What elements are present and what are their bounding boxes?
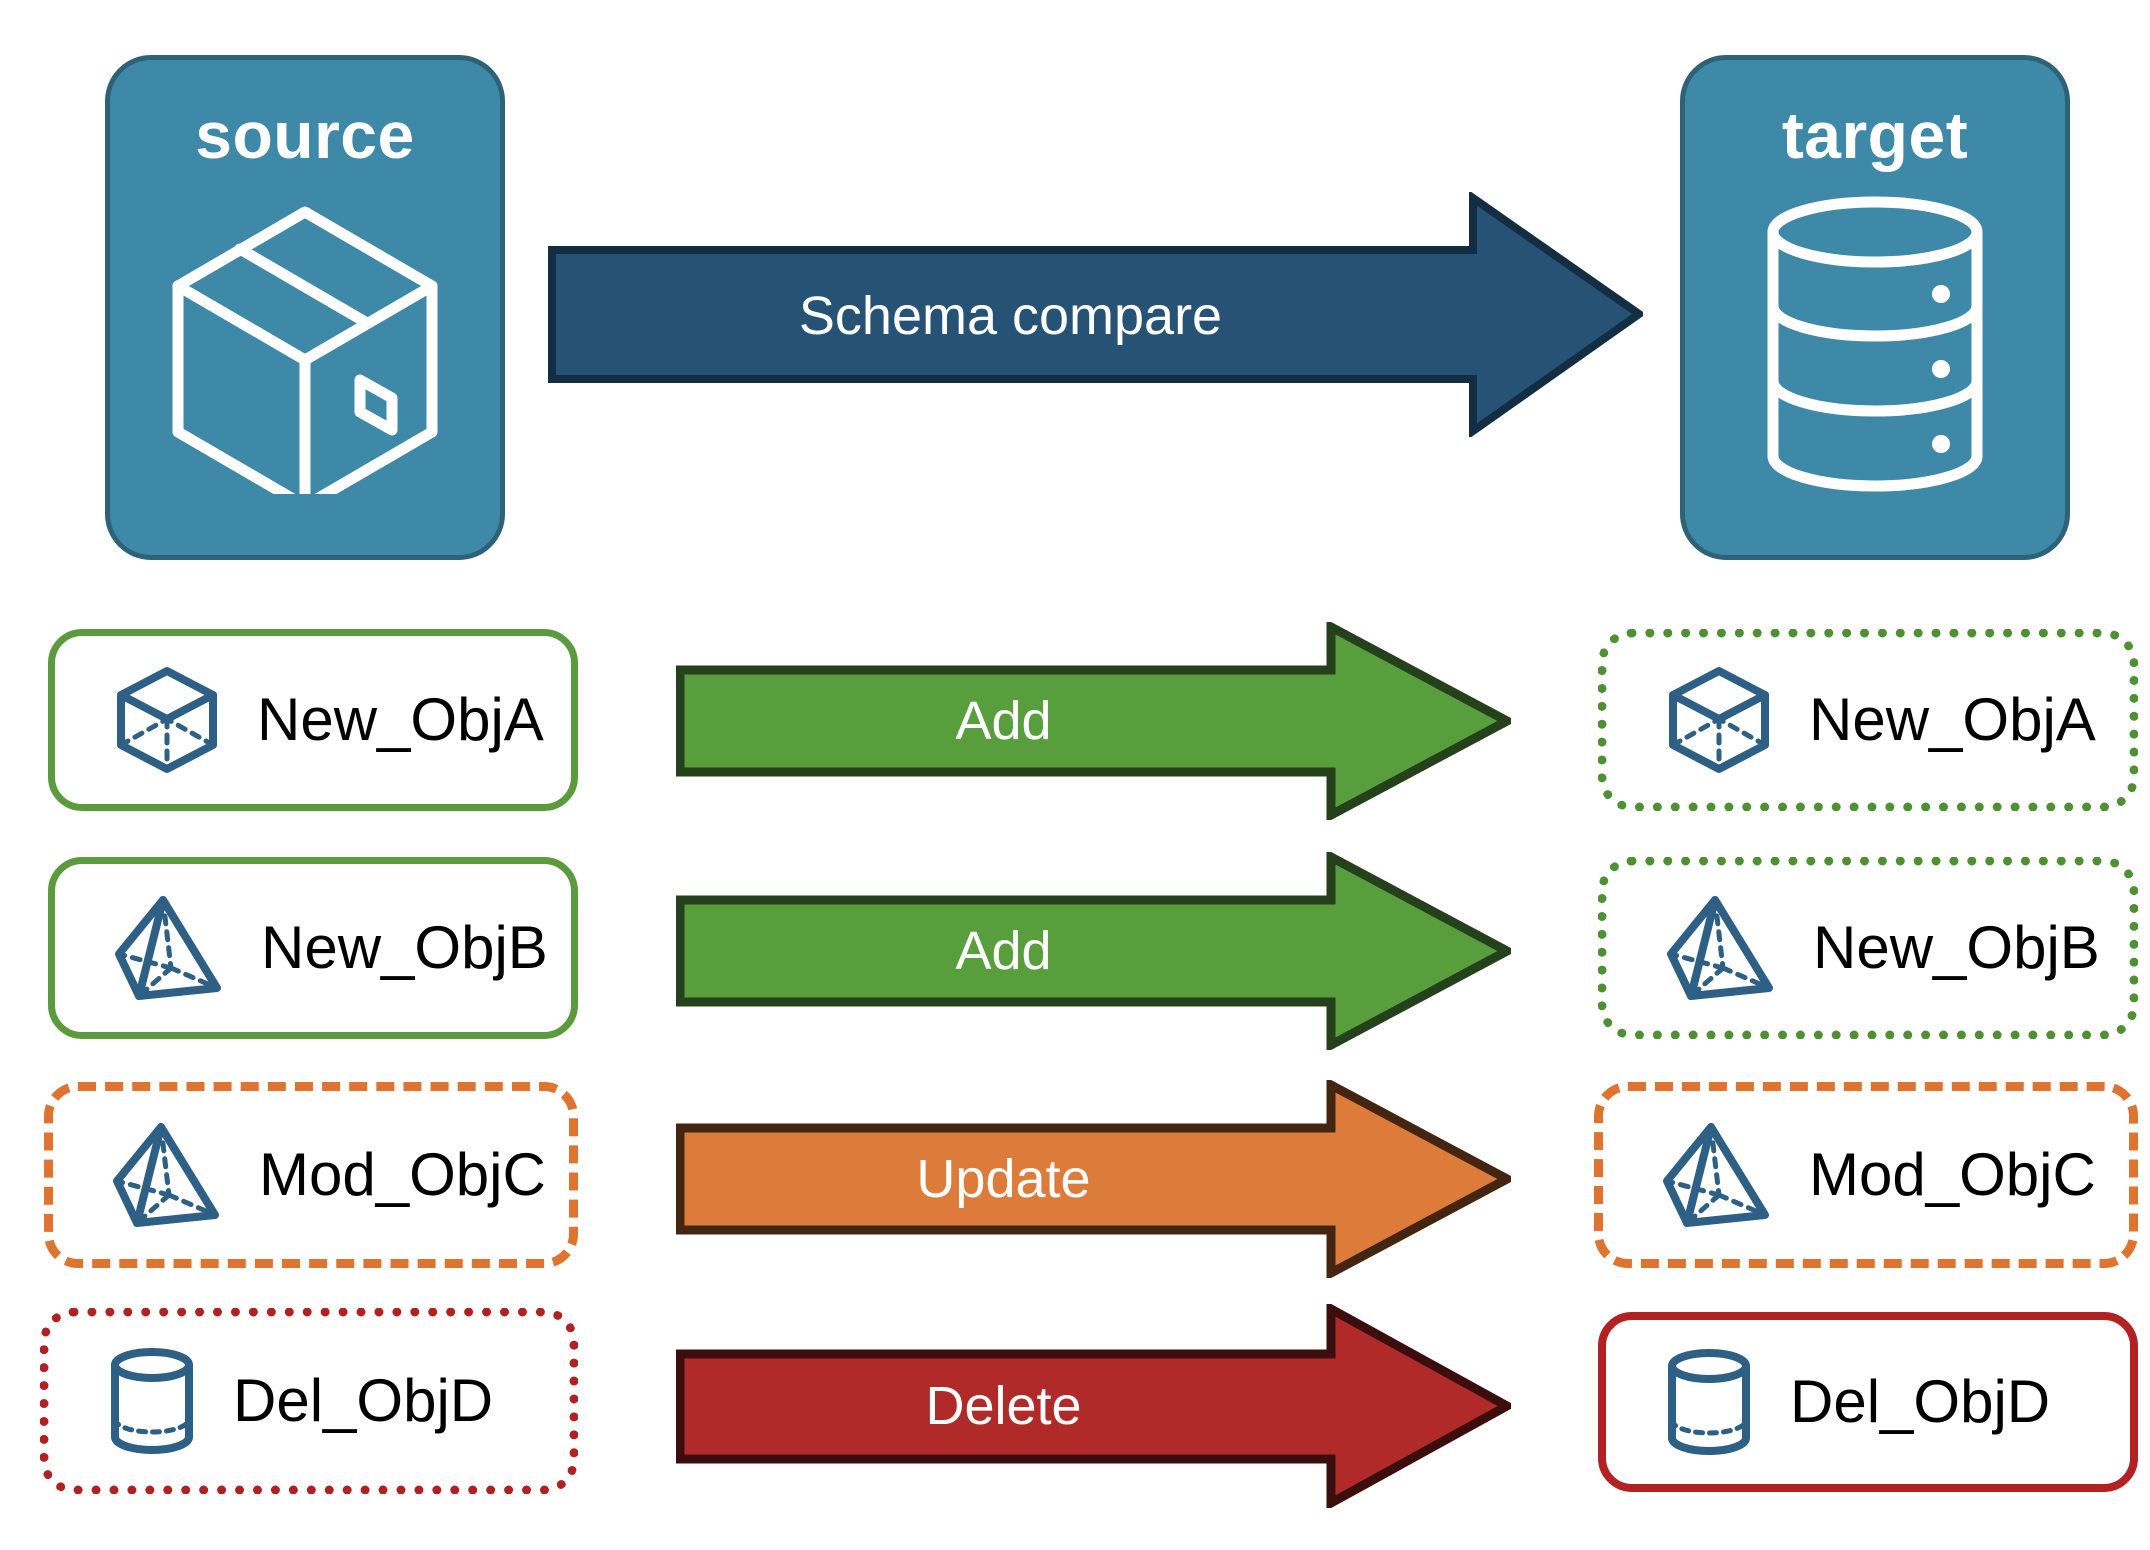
target-chip-label: New_ObjB (1813, 914, 2100, 981)
source-chip-new-obja[interactable]: New_ObjA (48, 629, 578, 811)
wireframe-pyramid-icon (1665, 892, 1777, 1004)
endpoint-target[interactable]: target (1680, 55, 2070, 560)
wireframe-cylinder-icon (1664, 1346, 1754, 1458)
endpoint-source[interactable]: source (105, 55, 505, 560)
schema-compare-label: Schema compare (798, 286, 1223, 346)
source-chip-mod-objc[interactable]: Mod_ObjC (44, 1082, 578, 1268)
source-chip-new-objb[interactable]: New_ObjB (48, 857, 578, 1039)
package-box-icon (160, 194, 450, 512)
source-chip-label: Mod_ObjC (259, 1141, 546, 1208)
database-cylinder-icon (1755, 194, 1995, 499)
target-chip-new-objb[interactable]: New_ObjB (1598, 857, 2138, 1039)
row-arrow-label: Add (955, 921, 1052, 981)
target-chip-del-objd[interactable]: Del_ObjD (1598, 1312, 2138, 1492)
wireframe-pyramid-icon (1661, 1119, 1773, 1231)
target-chip-label: New_ObjA (1809, 686, 2096, 753)
source-chip-label: Del_ObjD (233, 1367, 494, 1434)
row-arrow-add-1[interactable]: Add (675, 619, 1517, 823)
target-chip-label: Mod_ObjC (1809, 1141, 2096, 1208)
target-chip-label: Del_ObjD (1790, 1368, 2051, 1435)
wireframe-cube-icon (113, 665, 221, 775)
schema-compare-arrow[interactable]: Schema compare (548, 190, 1646, 439)
target-chip-mod-objc[interactable]: Mod_ObjC (1594, 1082, 2138, 1268)
target-chip-new-obja[interactable]: New_ObjA (1598, 629, 2138, 811)
wireframe-cylinder-icon (107, 1345, 197, 1457)
row-arrow-add-2[interactable]: Add (675, 849, 1517, 1053)
source-chip-label: New_ObjA (257, 686, 544, 753)
row-arrow-label: Update (916, 1149, 1091, 1209)
row-arrow-label: Add (955, 691, 1052, 751)
endpoint-target-title: target (1781, 98, 1969, 172)
row-arrow-delete[interactable]: Delete (675, 1301, 1517, 1511)
wireframe-pyramid-icon (113, 892, 225, 1004)
endpoint-source-title: source (195, 98, 415, 172)
wireframe-pyramid-icon (111, 1119, 223, 1231)
row-arrow-update[interactable]: Update (675, 1077, 1517, 1281)
source-chip-label: New_ObjB (261, 914, 548, 981)
source-chip-del-objd[interactable]: Del_ObjD (40, 1308, 578, 1494)
wireframe-cube-icon (1665, 665, 1773, 775)
row-arrow-label: Delete (925, 1376, 1082, 1436)
